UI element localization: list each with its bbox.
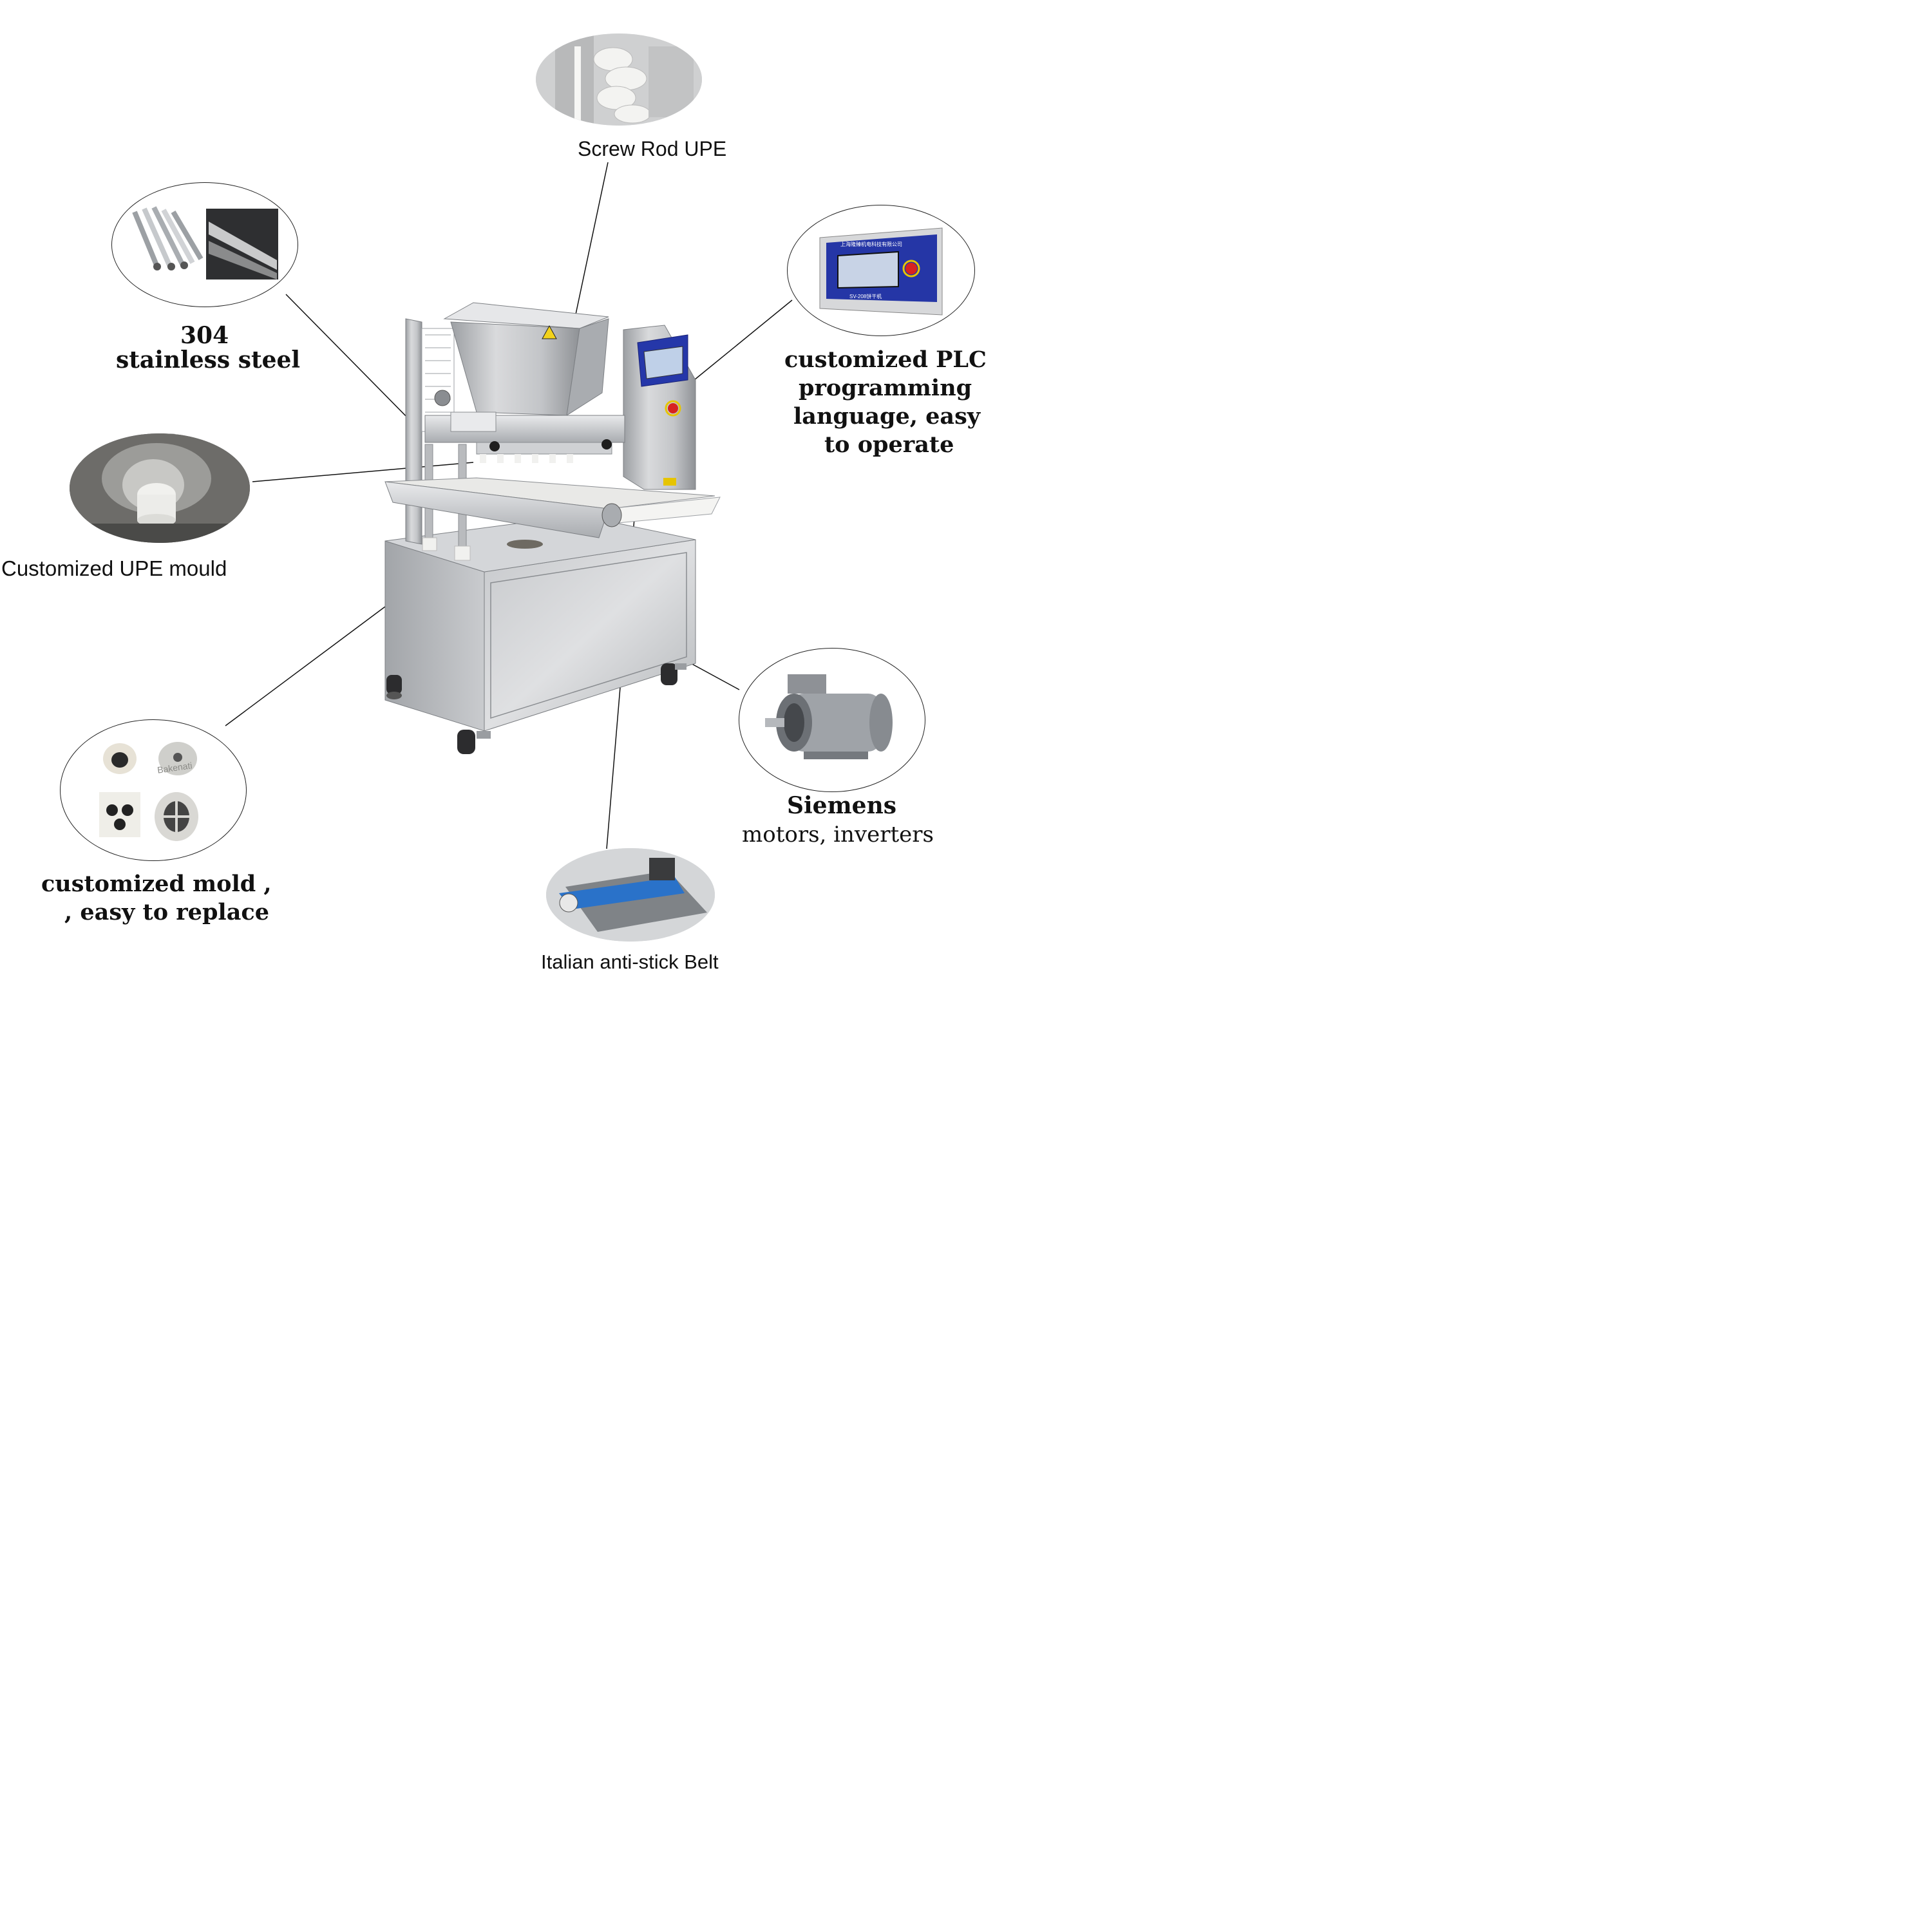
panel-model-text: SV-208饼干机 xyxy=(849,294,882,299)
label-plc-4: to operate xyxy=(824,431,954,458)
label-mold-2: , easy to replace xyxy=(64,899,269,925)
label-plc-2: programming xyxy=(799,375,972,401)
line-upe-mould xyxy=(252,462,474,482)
mold-cap-icon xyxy=(158,742,197,775)
mold-star-icon xyxy=(155,792,198,841)
line-mold xyxy=(225,606,386,726)
label-stainless-304: 304 xyxy=(180,322,229,349)
label-belt: Italian anti-stick Belt xyxy=(541,951,719,973)
label-screw-rod: Screw Rod UPE xyxy=(578,137,727,160)
panel-header-text: 上海隆臻机电科技有限公司 xyxy=(840,242,902,247)
control-box xyxy=(623,325,696,490)
depositor-machine xyxy=(384,302,721,754)
motor-icon xyxy=(765,674,893,759)
mold-set-circle: Bakenati xyxy=(60,719,247,861)
mold-round-icon xyxy=(103,743,137,774)
steel-sheets-icon xyxy=(206,209,278,279)
label-siemens: Siemens xyxy=(787,792,897,819)
steel-pipes-icon xyxy=(132,206,204,270)
label-plc-1: customized PLC xyxy=(784,346,987,373)
label-plc-3: language, easy xyxy=(793,403,981,430)
plc-panel-circle: 上海隆臻机电科技有限公司 SV-208饼干机 xyxy=(787,205,975,336)
hopper xyxy=(443,302,609,417)
line-stainless xyxy=(285,294,415,426)
label-stainless-steel: stainless steel xyxy=(116,346,301,374)
stainless-steel-circle xyxy=(111,182,298,307)
line-plc xyxy=(694,299,793,381)
label-upe-mould: Customized UPE mould xyxy=(1,556,227,580)
siemens-motor-circle xyxy=(739,648,925,792)
label-siemens-sub: motors, inverters xyxy=(742,822,934,848)
caster-wheels xyxy=(386,663,687,754)
conveyor xyxy=(384,477,721,549)
screw-rod-photo xyxy=(536,33,702,126)
depositing-head xyxy=(424,412,625,463)
upe-mould-photo xyxy=(70,433,250,543)
mold-nozzles-icon xyxy=(99,792,140,837)
label-mold-1: customized mold , xyxy=(41,871,272,897)
anti-stick-belt-photo xyxy=(546,848,715,942)
